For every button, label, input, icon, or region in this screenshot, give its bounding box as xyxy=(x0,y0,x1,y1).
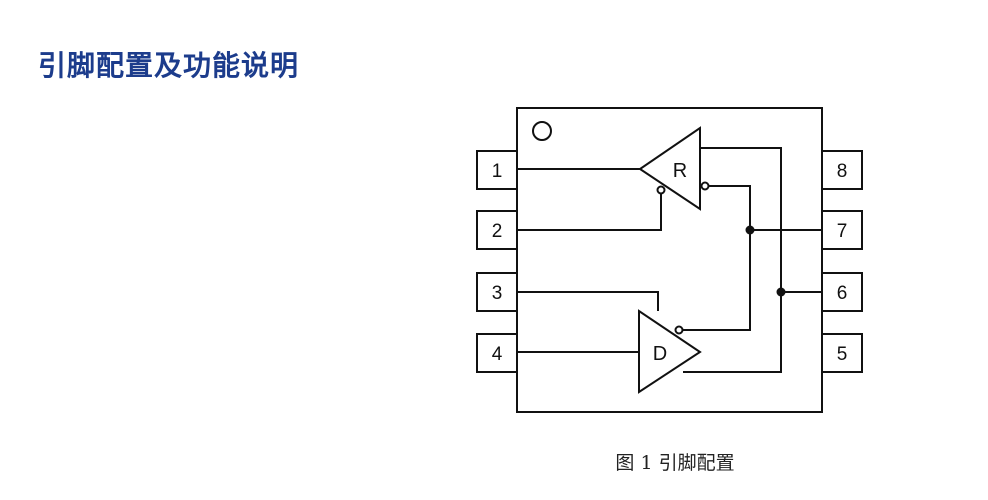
wire-driver-output-to-pin6 xyxy=(683,292,782,373)
pin-label-5: 5 xyxy=(837,344,848,365)
wire-receiver-inverting-to-pin7 xyxy=(709,185,822,231)
wire-receiver-top-to-pin6 xyxy=(700,147,822,293)
pin-label-8: 8 xyxy=(837,161,848,182)
receiver-inverting-bubble xyxy=(700,181,710,191)
pin-box-1 xyxy=(476,150,518,190)
pin-label-3: 3 xyxy=(492,283,503,304)
pin-box-5 xyxy=(821,333,863,373)
pin-label-4: 4 xyxy=(492,344,503,365)
pin-label-2: 2 xyxy=(492,221,503,242)
pin-label-1: 1 xyxy=(492,161,503,182)
receiver-enable-bubble xyxy=(656,185,666,195)
pin-box-3 xyxy=(476,272,518,312)
figure-caption-wrapper: 图 1 引脚配置 xyxy=(0,448,988,475)
section-heading: 引脚配置及功能说明 xyxy=(38,49,300,82)
wire-pin2-receiver-enable xyxy=(517,194,662,231)
wire-pin3-driver-enable xyxy=(517,291,659,311)
driver-inverting-bubble xyxy=(674,325,684,335)
receiver-triangle xyxy=(638,126,701,211)
pin-label-6: 6 xyxy=(837,283,848,304)
wire-driver-inverting-to-pin7 xyxy=(683,230,751,331)
figure-caption: 图 1 引脚配置 xyxy=(615,452,735,474)
pin-label-7: 7 xyxy=(837,221,848,242)
junction-dot-pin6 xyxy=(776,287,786,297)
driver-label: D xyxy=(653,343,667,365)
pin-box-8 xyxy=(821,150,863,190)
pin1-orientation-mark xyxy=(532,121,552,141)
junction-dot-pin7 xyxy=(745,225,755,235)
receiver-label: R xyxy=(673,160,687,182)
